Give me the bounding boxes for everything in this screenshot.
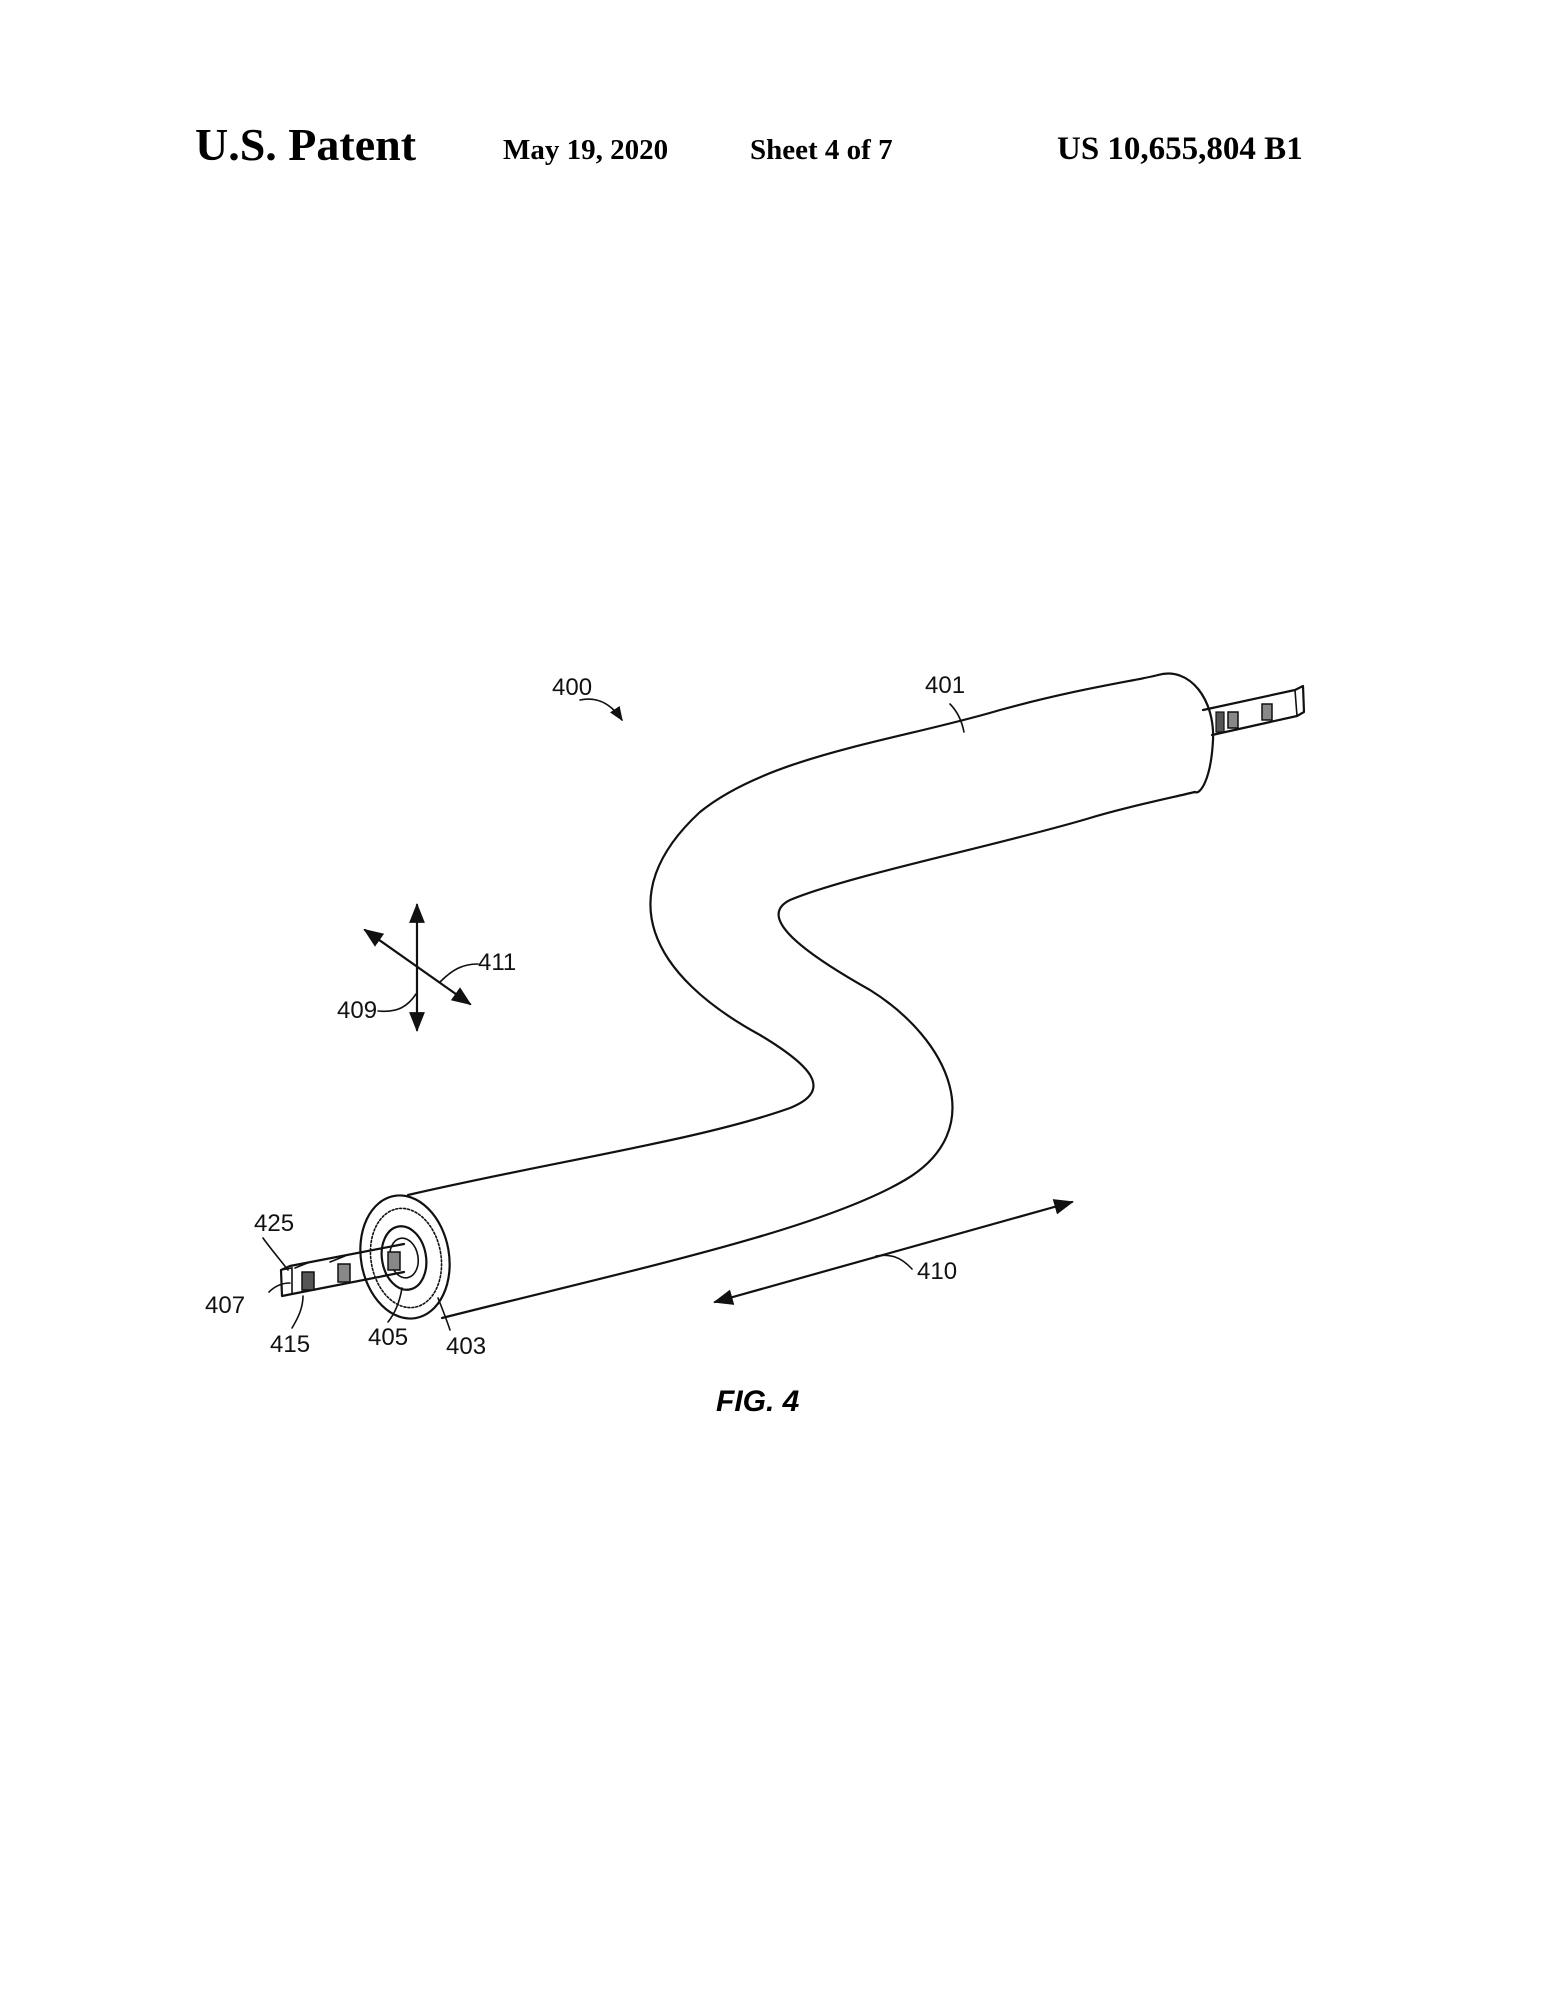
tube-body xyxy=(406,672,1215,1320)
axis-arrows xyxy=(363,903,1074,1305)
patent-title: U.S. Patent xyxy=(195,119,417,170)
patent-number: US 10,655,804 B1 xyxy=(1057,131,1303,167)
figure-caption: FIG. 4 xyxy=(716,1385,800,1418)
label-409: 409 xyxy=(337,997,377,1024)
label-415: 415 xyxy=(270,1331,310,1358)
label-400: 400 xyxy=(552,674,592,701)
label-403: 403 xyxy=(446,1333,486,1360)
label-410: 410 xyxy=(917,1258,957,1285)
label-405: 405 xyxy=(368,1324,408,1351)
tube-end-face xyxy=(359,1194,451,1320)
patent-date: May 19, 2020 xyxy=(503,134,669,166)
far-strip xyxy=(1201,684,1306,737)
sheet-number: Sheet 4 of 7 xyxy=(750,134,893,166)
label-407: 407 xyxy=(205,1292,245,1319)
label-425: 425 xyxy=(254,1210,294,1237)
near-strip xyxy=(279,1242,406,1298)
leader-lines xyxy=(262,698,965,1331)
label-401: 401 xyxy=(925,672,965,699)
label-411: 411 xyxy=(478,949,516,976)
